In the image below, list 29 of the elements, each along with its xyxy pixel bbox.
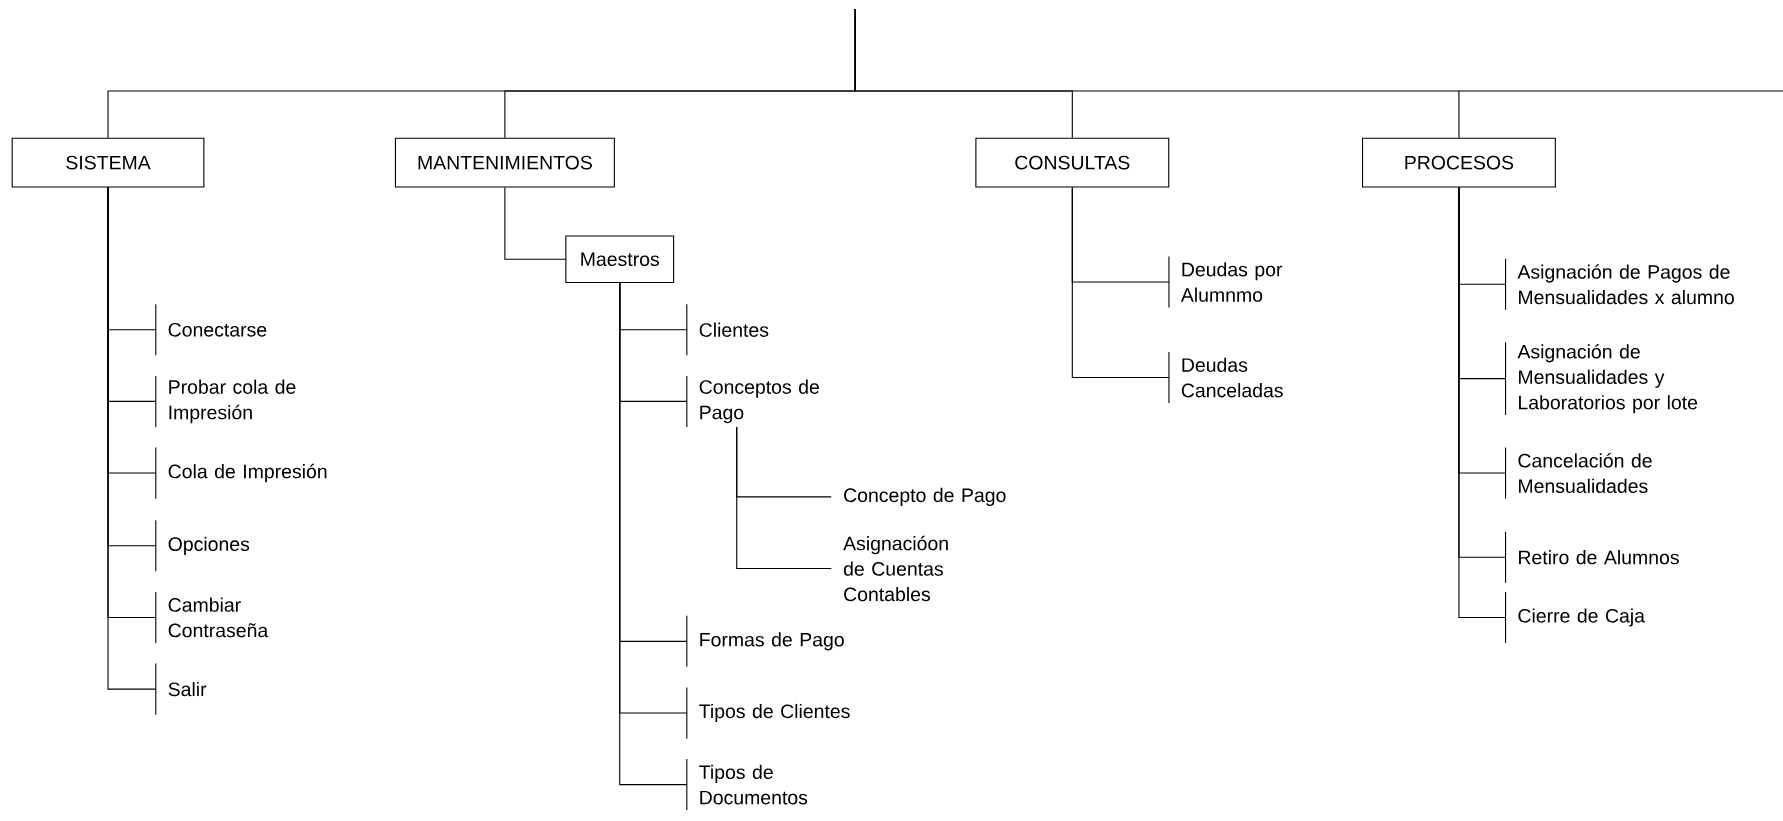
menu-item: Cambiar Contraseña [155, 591, 269, 644]
menu-item-text: Asignacióon de Cuentas Contables [843, 535, 948, 602]
menu-item: Conceptos de Pago [686, 375, 819, 428]
menu-item: Cancelación de Mensualidades [1505, 447, 1652, 500]
menu-box: PROCESOS [1361, 137, 1556, 188]
menu-item: Salir [155, 663, 207, 716]
menu-item: Cola de Impresión [155, 447, 327, 500]
connector-line [1071, 187, 1170, 379]
menu-box: SISTEMA [11, 137, 205, 188]
menu-box: MANTENIMIENTOS [394, 137, 615, 188]
menu-item: Deudas por Alumnmo [1168, 255, 1283, 309]
menu-item: Deudas Canceladas [1168, 351, 1283, 404]
menu-item: Tipos de Documentos [686, 758, 808, 811]
menu-item: Clientes [686, 303, 769, 356]
menu-item: Formas de Pago [686, 615, 844, 668]
menu-box: CONSULTAS [975, 137, 1170, 188]
menu-item: Retiro de Alumnos [1505, 531, 1679, 584]
menu-item: Tipos de Clientes [686, 686, 850, 739]
menu-item: Conectarse [155, 303, 267, 356]
menu-item: Opciones [155, 519, 250, 572]
menu-item: Probar cola de Impresión [155, 375, 296, 428]
connector-line [504, 187, 566, 260]
menu-box: Maestros [565, 235, 675, 284]
menu-item-text: Concepto de Pago [844, 487, 1006, 506]
connector-line [736, 426, 832, 570]
menu-item: Cierre de Caja [1505, 591, 1645, 644]
menu-item: Asignación de Pagos de Mensualidades x alumno [1505, 258, 1734, 311]
menu-item: Asignación de Mensualidades y Laboratorios por lote [1505, 341, 1698, 416]
connector-line [854, 8, 1460, 139]
